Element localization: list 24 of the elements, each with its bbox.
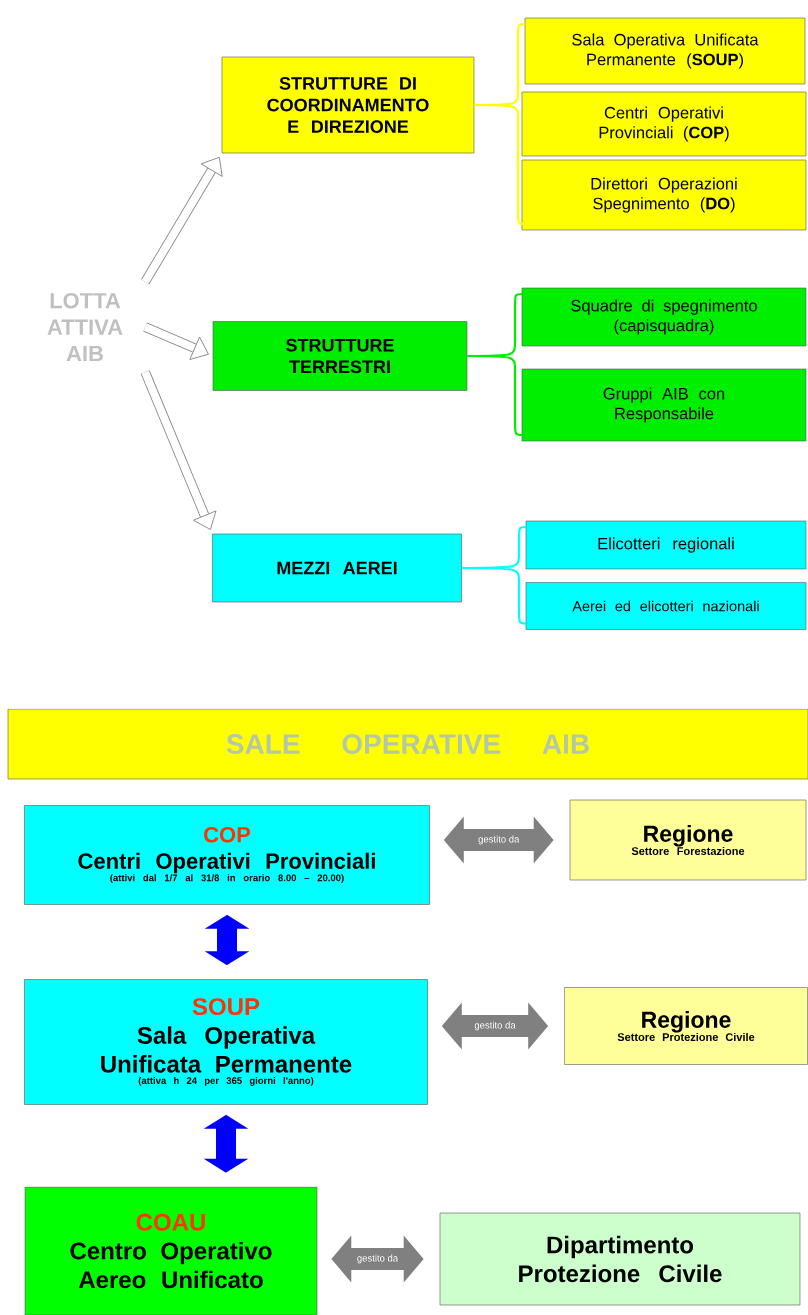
edge-label: gestito da: [357, 1254, 399, 1264]
process-box: COP Centri Operativi Provinciali (attivi dal 1/7 al 31/8 in orario 8.00 – 20.00): [24, 805, 430, 905]
process-box: Centri Operativi Provinciali (COP): [521, 91, 807, 157]
heading-text: LOTTA ATTIVA AIB: [47, 292, 123, 362]
hollow-arrow: [143, 322, 209, 360]
process-box: Regione Settore Forestazione: [569, 799, 807, 881]
process-box: Elicotteri regionali: [525, 520, 807, 570]
process-box: Squadre di spegnimento (capisquadra): [521, 287, 807, 347]
process-box: Sala Operativa Unificata Permanente (SOUP): [524, 17, 806, 85]
edge-label: gestito da: [474, 1021, 516, 1031]
process-box: Aerei ed elicotteri nazionali: [525, 582, 807, 630]
process-box: Direttori Operazioni Spegnimento (DO): [521, 159, 807, 231]
process-box: SOUP Sala Operativa Unificata Permanente (attiva h 24 per 365 giorni l'anno): [24, 979, 428, 1105]
process-box: Regione Settore Protezione Civile: [564, 987, 808, 1065]
process-box: Gruppi AIB con Responsabile: [521, 368, 807, 442]
hollow-arrow: [141, 156, 223, 285]
process-box: MEZZI AEREI: [212, 533, 462, 603]
hollow-arrow: [140, 370, 217, 530]
process-box: COAU Centro Operativo Aereo Unificato: [24, 1186, 318, 1315]
process-box: STRUTTURE DI COORDINAMENTO E DIREZIONE: [221, 56, 475, 154]
process-box: STRUTTURE TERRESTRI: [212, 321, 468, 391]
banner-box: SALE OPERATIVE AIB: [7, 708, 808, 780]
process-box: Dipartimento Protezione Civile: [439, 1212, 801, 1306]
edge-label: gestito da: [478, 835, 520, 845]
